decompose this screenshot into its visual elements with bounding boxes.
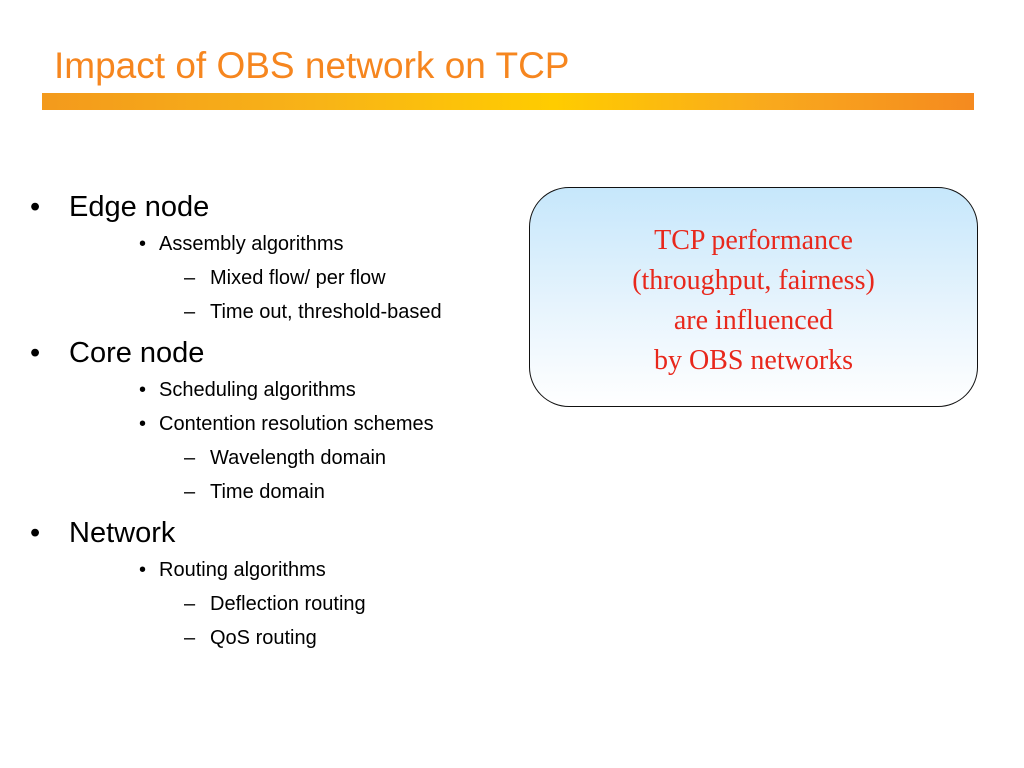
dash-marker: – [184, 593, 196, 615]
callout-line: are influenced [673, 305, 834, 336]
title-underline-bar [42, 93, 974, 110]
bullet-text: Edge node [69, 191, 210, 223]
bullet-text: Scheduling algorithms [159, 379, 356, 401]
bullet-text: Wavelength domain [210, 447, 387, 469]
dash-marker: – [184, 481, 196, 503]
bullet-text: QoS routing [210, 627, 317, 649]
bullet-marker: • [30, 517, 41, 549]
bullet-marker: • [30, 337, 41, 369]
bullet-text: Time out, threshold-based [210, 301, 442, 323]
bullet-text: Deflection routing [210, 593, 366, 615]
bullet-text: Network [69, 517, 176, 549]
bullet-text: Mixed flow/ per flow [210, 267, 386, 289]
dash-marker: – [184, 301, 196, 323]
bullet-marker: • [139, 559, 147, 581]
slide-title: Impact of OBS network on TCP [54, 45, 570, 86]
bullet-text: Core node [69, 337, 205, 369]
dash-marker: – [184, 267, 196, 289]
bullet-text: Routing algorithms [159, 559, 326, 581]
dash-marker: – [184, 447, 196, 469]
dash-marker: – [184, 627, 196, 649]
bullet-text: Time domain [210, 481, 325, 503]
bullet-text: Contention resolution schemes [159, 413, 434, 435]
callout-text: TCP performance (throughput, fairness) a… [530, 221, 977, 381]
bullet-marker: • [30, 191, 41, 223]
bullet-text: Assembly algorithms [159, 233, 344, 255]
callout-line: (throughput, fairness) [632, 265, 875, 296]
bullet-marker: • [139, 233, 147, 255]
callout-line: TCP performance [654, 225, 853, 256]
bullet-marker: • [139, 413, 147, 435]
callout-box: TCP performance (throughput, fairness) a… [529, 187, 978, 407]
bullet-marker: • [139, 379, 147, 401]
callout-line: by OBS networks [653, 345, 854, 376]
